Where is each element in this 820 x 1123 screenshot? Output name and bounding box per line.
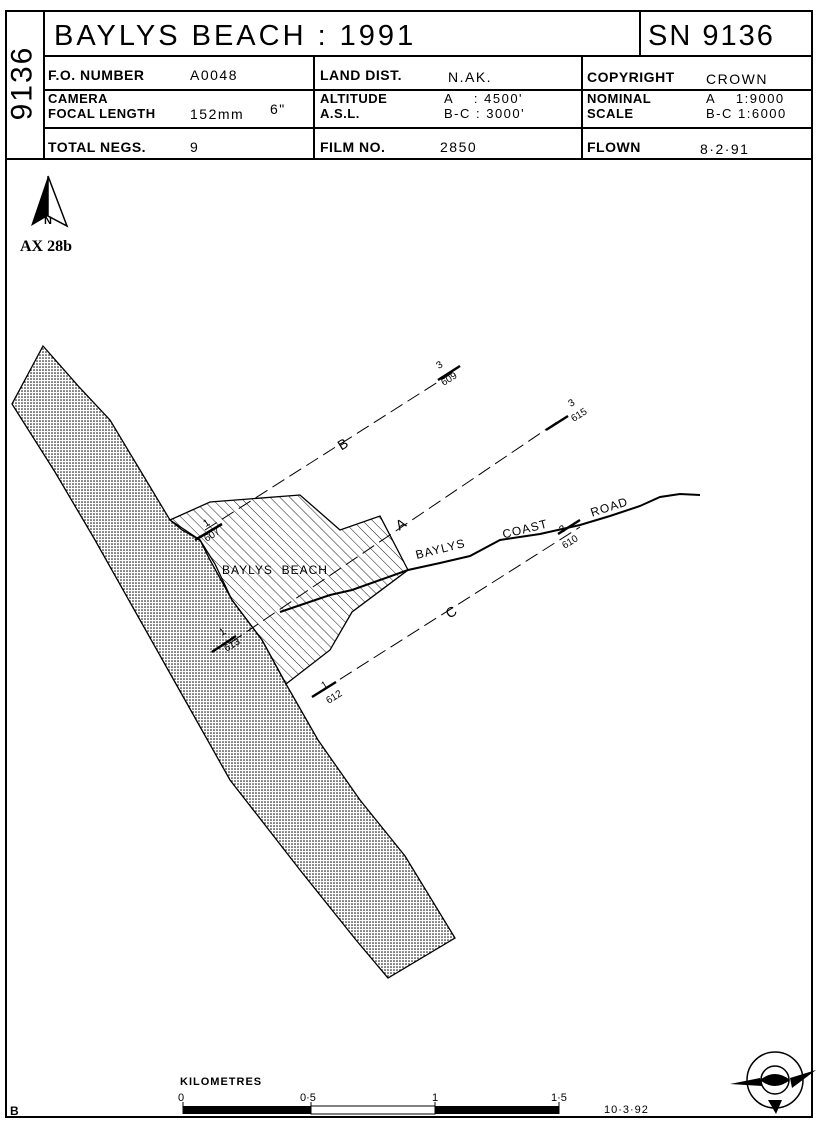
- nominal-label: NOMINAL: [587, 91, 652, 106]
- sheet-sn: SN 9136: [648, 20, 775, 52]
- asl-label: A.S.L.: [320, 106, 360, 121]
- scale-tick-0-5: 0·5: [300, 1092, 316, 1104]
- aerial-mapping-logo: [730, 1051, 816, 1114]
- scale-tick-0: 0: [178, 1092, 185, 1104]
- sheet-title: BAYLYS BEACH : 1991: [54, 20, 417, 52]
- scale-tick-1-5: 1·5: [551, 1092, 567, 1104]
- scale-bar: [182, 1102, 560, 1115]
- altitude-bc-value: B-C : 3000': [444, 106, 526, 121]
- place-label-baylys-beach: BAYLYS BEACH: [222, 563, 328, 577]
- focal-length-label: FOCAL LENGTH: [48, 106, 156, 121]
- land-dist-value: N.AK.: [448, 69, 493, 85]
- film-no-label: FILM NO.: [320, 139, 386, 155]
- fo-number-value: A0048: [190, 67, 238, 83]
- focal-length-inches: 6": [270, 101, 286, 117]
- flight-runs: [204, 372, 581, 691]
- corner-letter: B: [10, 1104, 19, 1118]
- total-negs-value: 9: [190, 139, 200, 155]
- scale-a-value: A 1:9000: [706, 91, 785, 106]
- film-no-value: 2850: [440, 139, 478, 155]
- scale-label: SCALE: [587, 106, 634, 121]
- scale-bar-title: KILOMETRES: [180, 1076, 263, 1088]
- land-dist-label: LAND DIST.: [320, 67, 402, 83]
- altitude-label: ALTITUDE: [320, 91, 388, 106]
- header-panel: [5, 10, 813, 160]
- map-reference: AX 28b: [20, 238, 73, 255]
- camera-label: CAMERA: [48, 91, 109, 106]
- flown-value: 8·2·91: [700, 141, 750, 157]
- copyright-value: CROWN: [706, 71, 768, 87]
- sheet-number-vertical: 9136: [2, 28, 42, 138]
- coastline-sand: [11, 344, 456, 979]
- sheet-number-text: 9136: [5, 45, 38, 121]
- scale-tick-1: 1: [432, 1092, 439, 1104]
- baylys-coast-road: [279, 492, 701, 613]
- fo-number-label: F.O. NUMBER: [48, 67, 145, 83]
- copyright-label: COPYRIGHT: [587, 69, 675, 85]
- altitude-a-value: A : 4500': [444, 91, 524, 106]
- settlement-area: [168, 494, 409, 685]
- north-label: N: [44, 215, 52, 227]
- run-end-ticks: [194, 364, 581, 699]
- north-arrow-icon: [31, 175, 69, 228]
- total-negs-label: TOTAL NEGS.: [48, 139, 147, 155]
- header-grid: [43, 10, 813, 160]
- focal-length-mm: 152mm: [190, 106, 245, 122]
- scale-bc-value: B-C 1:6000: [706, 106, 787, 121]
- flown-label: FLOWN: [587, 139, 641, 155]
- compilation-date: 10·3·92: [604, 1104, 649, 1116]
